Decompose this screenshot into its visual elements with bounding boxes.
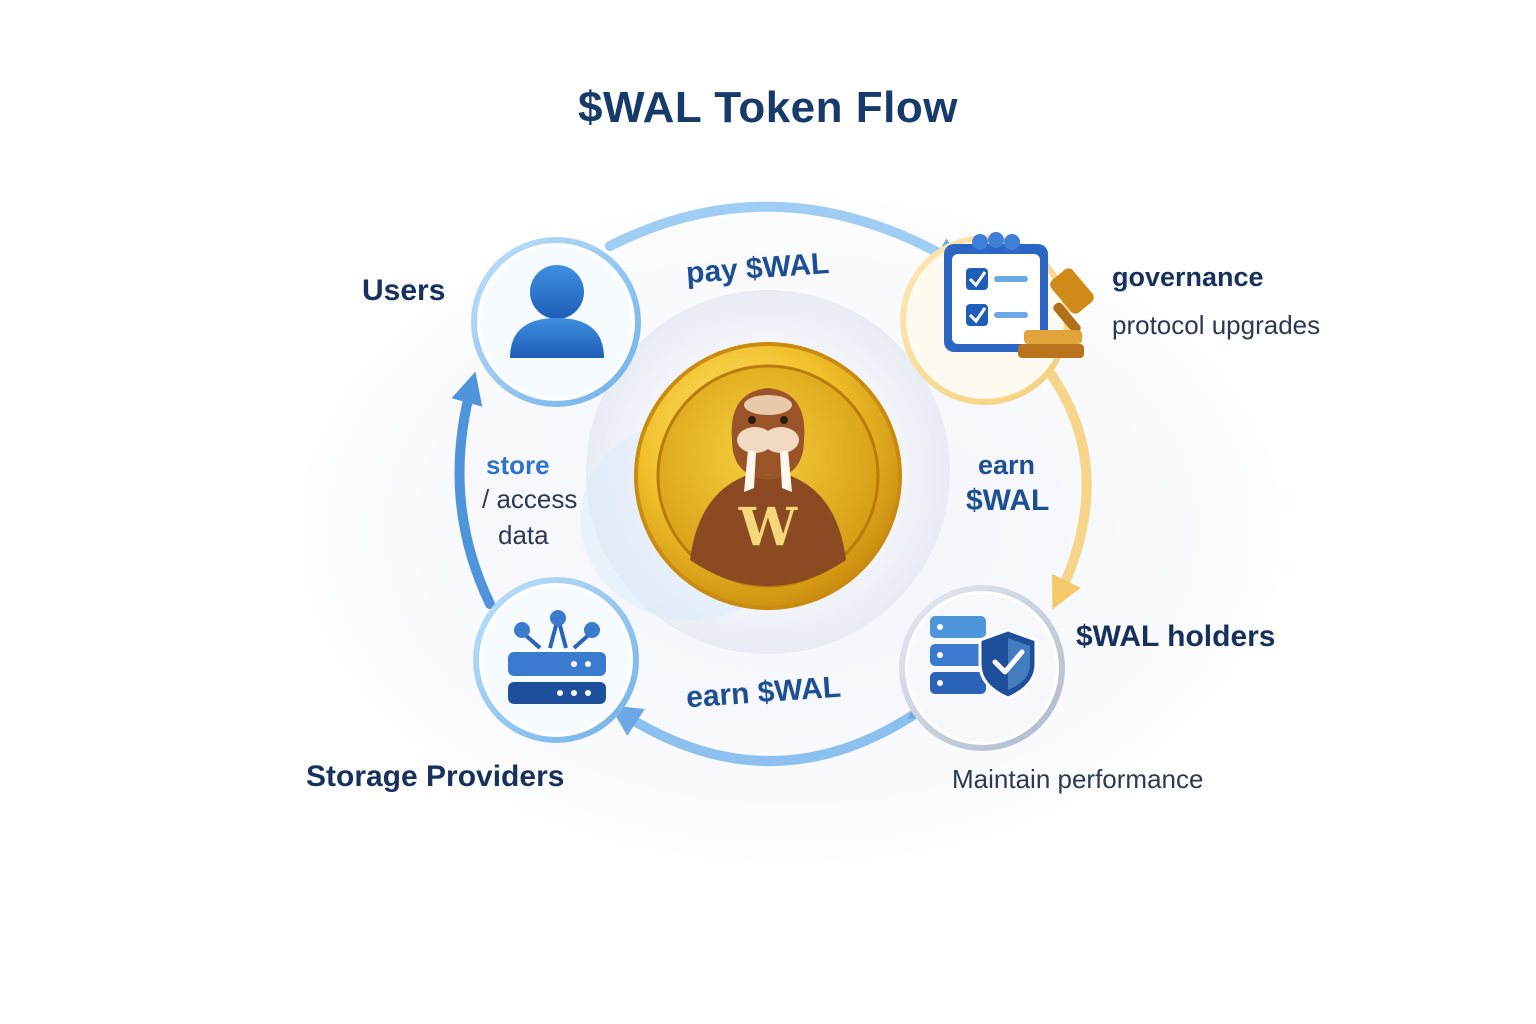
governance-sublabel: protocol upgrades <box>1112 312 1320 338</box>
governance-label: governance <box>1112 264 1264 291</box>
store-flow-line1: store <box>486 452 550 478</box>
store-flow-line3: data <box>498 522 549 548</box>
coin-letter: W <box>738 497 799 558</box>
storage-network-icon <box>508 610 606 704</box>
arrow-governance-to-holders <box>1048 370 1087 598</box>
users-label: Users <box>362 276 445 306</box>
maintain-performance-note: Maintain performance <box>952 766 1203 792</box>
earn-right-line2: $WAL <box>966 486 1049 516</box>
arrow-holders-storage-providers <box>620 712 918 761</box>
page-title: $WAL Token Flow <box>0 86 1536 130</box>
holders-label: $WAL holders <box>1076 622 1275 652</box>
walrus-coin-icon: W <box>636 344 900 608</box>
holders-node <box>902 588 1062 748</box>
governance-checklist-gavel-icon <box>944 232 1096 358</box>
storage-providers-label: Storage Providers <box>306 762 564 792</box>
users-node <box>474 240 638 404</box>
storage-providers-node <box>476 580 636 740</box>
store-flow-line2: / access <box>482 486 577 512</box>
governance-node <box>903 232 1096 402</box>
earn-right-line1: earn <box>978 452 1035 479</box>
